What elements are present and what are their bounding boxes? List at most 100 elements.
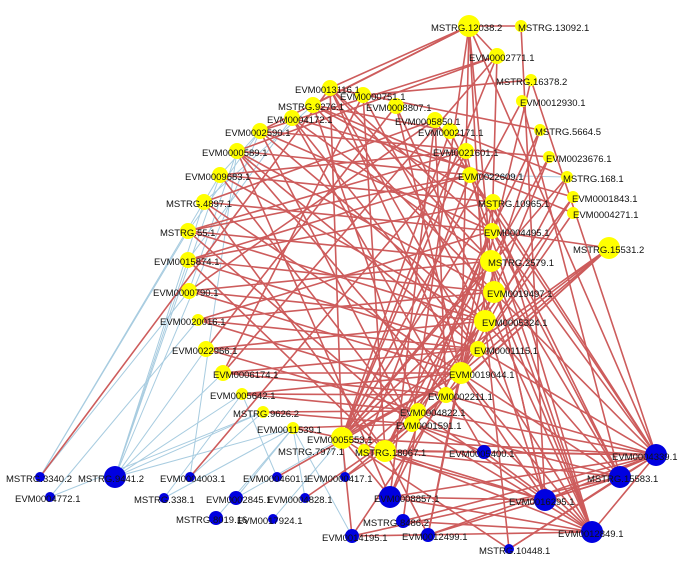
node-evm0001591-1[interactable]	[404, 416, 420, 432]
red-edge-evm0000589-1-evm0002211-1	[236, 150, 447, 396]
blue-edge-evm0004828-1-evm0011539-1	[292, 427, 306, 499]
node-evm0020016-1[interactable]	[192, 314, 204, 326]
node-evm0005324-1[interactable]	[474, 310, 496, 332]
node-evm0002771-1[interactable]	[489, 48, 505, 64]
node-evm0002845-1[interactable]	[229, 491, 243, 505]
node-mstrg-13092-1[interactable]	[515, 20, 527, 32]
node-evm0005553-1[interactable]	[331, 427, 353, 449]
node-mstrg-55-1[interactable]	[180, 223, 196, 239]
node-evm0022609-1[interactable]	[462, 167, 478, 183]
node-mstrg-15531-2[interactable]	[598, 237, 620, 259]
node-mstrg-338-1[interactable]	[159, 493, 169, 503]
node-mstrg-16378-2[interactable]	[525, 74, 537, 86]
node-mstrg-9441-2[interactable]	[104, 466, 126, 488]
node-label-evm0004271-1: EVM0004271.1	[573, 210, 639, 221]
red-edge-evm0001115-1-evm0006174-1	[222, 348, 479, 374]
node-evm0004271-1[interactable]	[567, 207, 579, 219]
node-evm0004601-1[interactable]	[272, 472, 282, 482]
red-edge-evm0009683-1-mstrg-10965-1	[219, 174, 494, 203]
node-mstrg-9626-2[interactable]	[257, 406, 269, 418]
node-evm0005642-1[interactable]	[236, 388, 248, 400]
node-evm0021601-1[interactable]	[458, 143, 474, 159]
node-label-mstrg-338-1: MSTRG.338.1	[134, 495, 195, 506]
node-evm0004828-1[interactable]	[300, 493, 310, 503]
red-edge-mstrg-10965-1-evm0005553-1	[341, 201, 494, 439]
node-label-evm0005642-1: EVM0005642.1	[210, 391, 276, 402]
node-evm0008807-1[interactable]	[388, 98, 404, 114]
node-mstrg-4897-1[interactable]	[196, 194, 212, 210]
node-evm0014195-1[interactable]	[345, 529, 359, 543]
node-evm0004003-1[interactable]	[185, 472, 195, 482]
node-label-evm0000751-1: EVM0000751.1	[340, 92, 406, 103]
node-mstrg-7977-1[interactable]	[358, 444, 370, 456]
node-evm0019044-1[interactable]	[450, 362, 472, 384]
node-evm0002171-1[interactable]	[442, 123, 458, 139]
node-evm0002590-1[interactable]	[252, 123, 268, 139]
blue-edge-mstrg-3340-2-mstrg-55-1	[39, 230, 189, 478]
red-edge-evm0004601-1-evm0019044-1	[276, 372, 462, 478]
node-evm0004822-1[interactable]	[410, 403, 426, 419]
node-mstrg-9276-1[interactable]	[305, 97, 321, 113]
node-evm0004172-1[interactable]	[284, 110, 300, 126]
node-evm0016295-1[interactable]	[534, 489, 556, 511]
node-mstrg-12038-2[interactable]	[458, 15, 480, 37]
node-evm0006174-1[interactable]	[215, 365, 231, 381]
node-evm0017924-1[interactable]	[268, 514, 278, 524]
node-evm0022966-1[interactable]	[198, 341, 214, 357]
red-edge-evm0005642-1-evm0002211-1	[241, 393, 447, 396]
node-evm0013116-1[interactable]	[322, 80, 338, 96]
node-evm0015874-1[interactable]	[180, 252, 196, 268]
red-edge-evm0005850-1-mstrg-4897-1	[203, 119, 436, 203]
node-mstrg-10965-1[interactable]	[485, 194, 501, 210]
node-label-mstrg-5664-5: MSTRG.5664.5	[535, 127, 601, 138]
node-evm0000790-1[interactable]	[181, 283, 197, 299]
node-mstrg-8486-2[interactable]	[396, 514, 410, 528]
node-label-mstrg-9441-2: MSTRG.9441.2	[78, 474, 144, 485]
node-evm0001843-1[interactable]	[567, 191, 579, 203]
node-label-evm0021601-1: EVM0021601.1	[433, 148, 499, 159]
red-edge-evm0005324-1-evm0022966-1	[205, 320, 486, 350]
node-label-mstrg-9276-1: MSTRG.9276.1	[278, 102, 344, 113]
node-evm0000417-1[interactable]	[340, 472, 350, 482]
red-edge-mstrg-55-1-mstrg-2579-1	[187, 230, 492, 262]
node-evm0008857-1[interactable]	[379, 486, 401, 508]
red-edge-evm0005642-1-evm0004822-1	[241, 393, 419, 412]
node-evm0004772-1[interactable]	[45, 492, 55, 502]
red-edge-evm0021601-1-evm0005553-1	[341, 150, 467, 439]
red-edge-evm0008807-1-evm0022966-1	[205, 105, 397, 350]
red-edge-evm0012499-1-mstrg-15583-1	[427, 476, 621, 536]
node-evm0009683-1[interactable]	[212, 167, 228, 183]
node-label-evm0006174-1: EVM0006174.1	[213, 370, 279, 381]
node-evm0012499-1[interactable]	[421, 528, 435, 542]
node-label-evm0000589-1: EVM0000589.1	[202, 148, 268, 159]
node-evm0011539-1[interactable]	[287, 422, 299, 434]
node-evm0004339-1[interactable]	[645, 444, 667, 466]
red-edge-mstrg-18067-1-evm0005400-1	[384, 450, 485, 453]
node-evm0000589-1[interactable]	[229, 143, 245, 159]
node-mstrg-15583-1[interactable]	[609, 466, 631, 488]
red-edge-mstrg-12038-2-evm0019497-1	[468, 25, 495, 293]
red-edge-evm0019497-1-evm0004339-1	[493, 291, 657, 456]
node-mstrg-3340-2[interactable]	[35, 472, 45, 482]
node-evm0012849-1[interactable]	[581, 521, 603, 543]
node-evm0000751-1[interactable]	[355, 87, 371, 103]
node-evm0023676-1[interactable]	[543, 151, 555, 163]
red-edge-evm0000790-1-evm0019044-1	[188, 290, 462, 374]
node-mstrg-18067-1[interactable]	[374, 440, 396, 462]
node-mstrg-168-1[interactable]	[561, 171, 573, 183]
node-evm0002211-1[interactable]	[438, 387, 454, 403]
node-mstrg-2579-1[interactable]	[480, 250, 502, 272]
node-evm0005850-1[interactable]	[427, 112, 443, 128]
node-evm0005400-1[interactable]	[477, 445, 491, 459]
node-mstrg-10448-1[interactable]	[504, 544, 514, 554]
node-evm0001115-1[interactable]	[470, 341, 486, 357]
node-evm0012930-1[interactable]	[516, 95, 528, 107]
node-evm0019497-1[interactable]	[483, 281, 505, 303]
node-evm0004495-1[interactable]	[484, 223, 500, 239]
node-mstrg-5664-5[interactable]	[534, 124, 546, 136]
red-edge-mstrg-9626-2-evm0001591-1	[262, 411, 413, 425]
blue-edge-mstrg-9441-2-mstrg-4897-1	[114, 201, 205, 478]
node-mstrg-8019-16[interactable]	[209, 511, 223, 525]
red-edge-evm0014195-1-evm0012849-1	[351, 531, 593, 537]
